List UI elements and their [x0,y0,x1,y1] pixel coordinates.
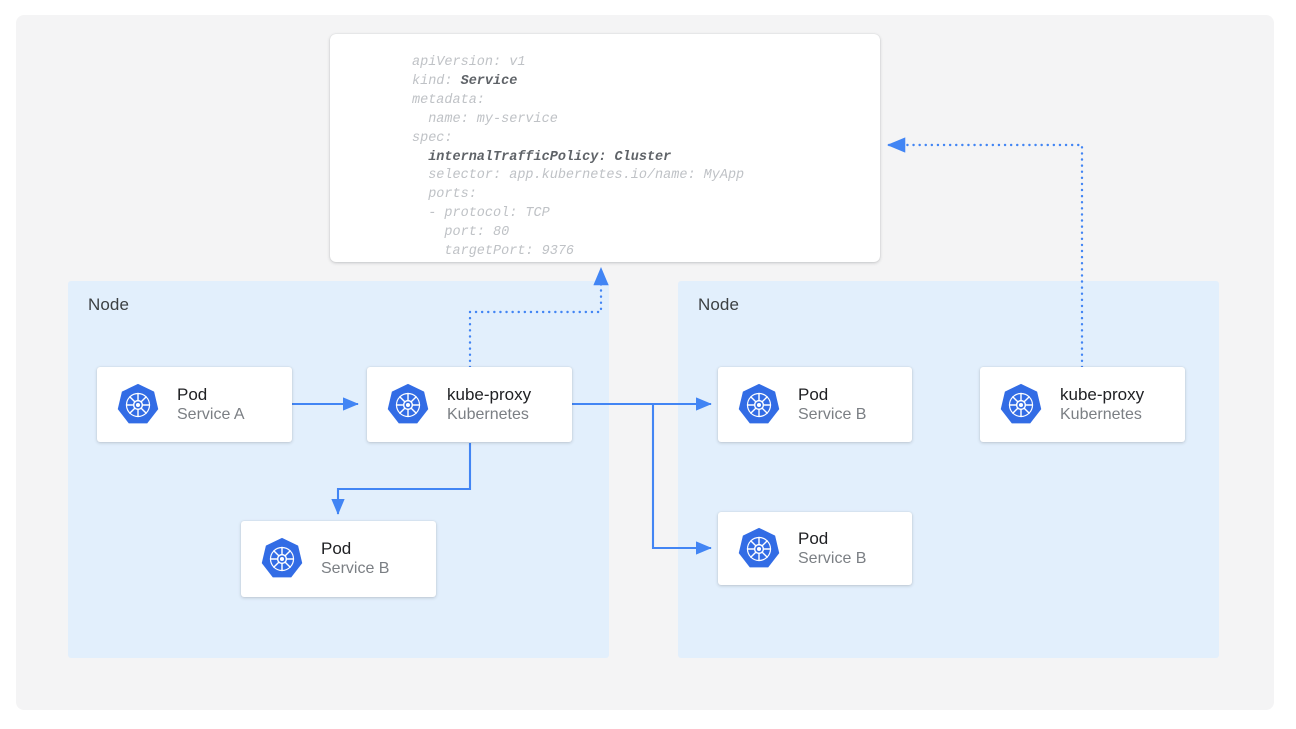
kubernetes-icon [998,382,1044,428]
card-title: kube-proxy [1060,384,1145,404]
card-text-block: Pod Service B [321,539,389,579]
card-text-block: kube-proxy Kubernetes [1060,385,1144,425]
card-title: kube-proxy [447,384,532,404]
card-text-block: Pod Service B [798,529,866,569]
card-subtitle: Kubernetes [447,405,529,423]
node-right: Node [678,281,1219,658]
card-pod-service-b-right-bottom[interactable]: Pod Service B [718,512,912,585]
card-kube-proxy-left[interactable]: kube-proxy Kubernetes [367,367,572,442]
card-text-block: Pod Service A [177,385,245,425]
node-left: Node [68,281,609,658]
card-title: Pod [798,384,829,404]
service-manifest-panel: apiVersion: v1 kind: Service metadata: n… [330,34,880,262]
card-subtitle: Kubernetes [1060,405,1142,423]
kubernetes-icon [385,382,431,428]
card-kube-proxy-right[interactable]: kube-proxy Kubernetes [980,367,1185,442]
card-title: Pod [798,528,829,548]
service-manifest-code: apiVersion: v1 kind: Service metadata: n… [412,55,745,260]
card-subtitle: Service B [798,549,867,567]
node-left-label: Node [88,295,130,314]
card-text-block: Pod Service B [798,385,866,425]
card-title: Pod [321,539,352,559]
card-pod-service-b-right-top[interactable]: Pod Service B [718,367,912,442]
kubernetes-icon [736,382,782,428]
card-subtitle: Service B [321,560,390,578]
card-pod-service-a[interactable]: Pod Service A [97,367,292,442]
card-subtitle: Service B [798,405,867,423]
card-text-block: kube-proxy Kubernetes [447,385,531,425]
card-title: Pod [177,384,208,404]
kubernetes-icon [115,382,161,428]
card-pod-service-b-left[interactable]: Pod Service B [241,521,436,597]
card-subtitle: Service A [177,405,245,423]
node-right-label: Node [698,295,740,314]
kubernetes-icon [259,536,305,582]
kubernetes-icon [736,526,782,572]
